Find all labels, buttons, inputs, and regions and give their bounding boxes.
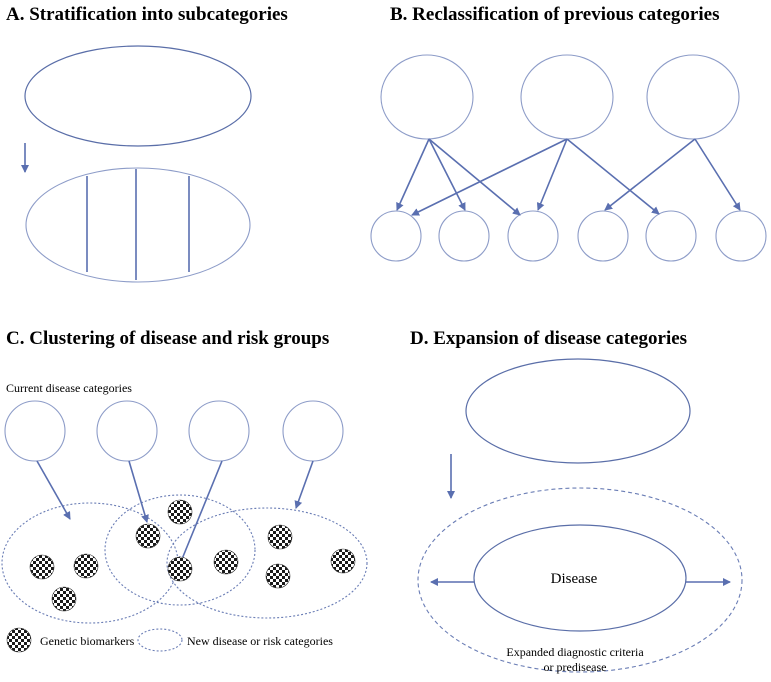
reclass-arrow-8 — [694, 138, 741, 211]
biomarker-7 — [213, 549, 239, 575]
previous-category-1 — [380, 54, 474, 140]
expanded-label-line1: Expanded diagnostic criteria — [506, 645, 644, 659]
legend-category-label: New disease or risk categories — [187, 634, 333, 648]
biomarker-6 — [167, 556, 193, 582]
reclass-arrow-5 — [536, 138, 568, 211]
current-category-3 — [188, 400, 250, 462]
new-category-5 — [645, 210, 697, 262]
current-category-4 — [282, 400, 344, 462]
panel-a-title: A. Stratification into subcategories — [6, 4, 288, 25]
cluster-arrow-2 — [128, 460, 149, 523]
panel-b: B. Reclassification of previous categori… — [370, 4, 767, 262]
panel-c: C. Clustering of disease and risk groups… — [1, 328, 368, 653]
legend-category-swatch — [137, 628, 183, 652]
biomarker-9 — [265, 563, 291, 589]
biomarker-4 — [135, 523, 161, 549]
biomarker-5 — [167, 499, 193, 525]
stratified-ellipse — [25, 167, 251, 283]
panel-a: A. Stratification into subcategories — [6, 4, 288, 283]
legend-biomarker-label: Genetic biomarkers — [40, 634, 135, 648]
reclass-arrow-6 — [566, 138, 660, 215]
new-category-6 — [715, 210, 767, 262]
previous-category-3 — [646, 54, 740, 140]
panel-d: D. Expansion of disease categories Disea… — [410, 328, 743, 674]
current-categories-label: Current disease categories — [6, 381, 132, 395]
panel-c-title: C. Clustering of disease and risk groups — [6, 328, 329, 349]
new-category-3 — [507, 210, 559, 262]
disease-ellipse — [473, 524, 687, 632]
current-category-2 — [96, 400, 158, 462]
biomarker-2 — [73, 553, 99, 579]
biomarker-8 — [267, 524, 293, 550]
disease-label: Disease — [551, 571, 598, 587]
new-cluster-middle — [104, 494, 256, 606]
biomarker-3 — [51, 586, 77, 612]
cluster-arrow-1 — [36, 460, 71, 520]
legend-biomarker-swatch — [6, 627, 32, 653]
new-category-2 — [438, 210, 490, 262]
single-category-ellipse — [24, 45, 252, 147]
reclass-arrow-2 — [428, 138, 466, 211]
panel-b-title: B. Reclassification of previous categori… — [390, 4, 719, 25]
reclass-arrow-4 — [411, 138, 568, 216]
new-category-1 — [370, 210, 422, 262]
cluster-arrow-4 — [294, 460, 314, 509]
reclass-arrow-1 — [396, 138, 430, 211]
panel-d-title: D. Expansion of disease categories — [410, 328, 687, 349]
new-cluster-right — [166, 507, 368, 619]
reclass-arrow-3 — [428, 138, 521, 216]
current-category-1 — [4, 400, 66, 462]
expanded-label-line2: or predisease — [544, 660, 607, 674]
cluster-arrow-3 — [178, 460, 223, 565]
reclass-arrow-7 — [604, 138, 696, 211]
original-disease-ellipse — [465, 358, 691, 464]
expanded-criteria-ellipse — [417, 487, 743, 673]
biomarker-10 — [330, 548, 356, 574]
new-category-4 — [577, 210, 629, 262]
previous-category-2 — [520, 54, 614, 140]
biomarker-1 — [29, 554, 55, 580]
